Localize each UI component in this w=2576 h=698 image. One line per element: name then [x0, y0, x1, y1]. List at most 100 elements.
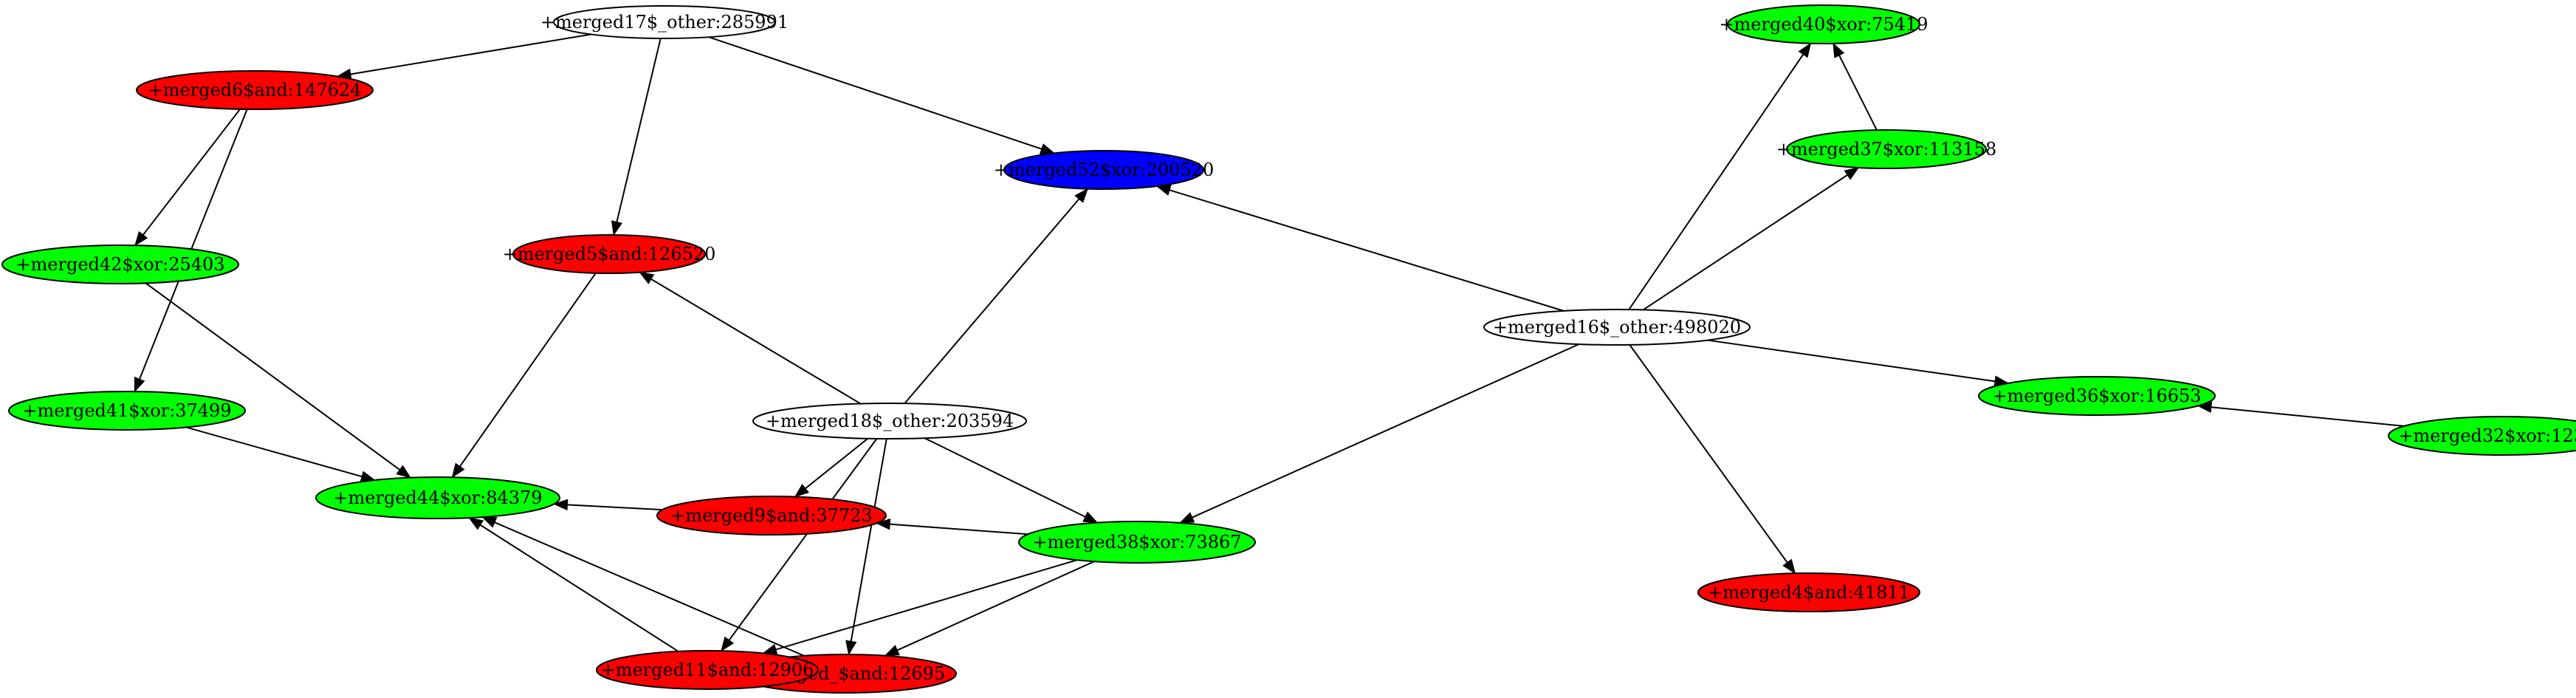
- arrowhead-icon: [468, 517, 484, 530]
- node-merged16[interactable]: +merged16$_other:498020: [1483, 309, 1751, 346]
- node-merged40[interactable]: +merged40$xor:75419: [1719, 4, 1928, 44]
- edge-line: [494, 521, 805, 657]
- edge-line: [145, 282, 400, 471]
- arrowhead-icon: [721, 636, 735, 652]
- edge-line: [567, 504, 663, 511]
- edge-line: [1643, 174, 1848, 311]
- node-merged41[interactable]: +merged41$xor:37499: [8, 391, 246, 431]
- node-shape: [512, 234, 706, 274]
- edge-line: [2211, 406, 2405, 427]
- arrowhead-icon: [794, 483, 810, 498]
- edge-merged18-mergedX: [845, 438, 887, 656]
- arrowhead-icon: [845, 640, 857, 656]
- node-merged32[interactable]: +merged32$xor:12395: [2388, 416, 2576, 456]
- edge-merged16-merged38: [1178, 343, 1580, 524]
- node-merged36[interactable]: +merged36$xor:16653: [1978, 376, 2216, 416]
- node-shape: [1727, 4, 1920, 44]
- node-label: +merged40$xor:75419: [1719, 14, 1928, 35]
- edge-merged6-merged42: [134, 109, 241, 247]
- node-merged42[interactable]: +merged42$xor:25403: [1, 244, 239, 284]
- edge-merged17-merged52: [708, 36, 1056, 154]
- edge-merged5-merged44: [451, 273, 597, 479]
- edge-merged18-merged38: [924, 437, 1099, 524]
- node-shape: [1483, 309, 1751, 346]
- node-label: +merged4$and:41811: [1708, 582, 1910, 603]
- edge-line: [142, 109, 241, 236]
- edge-line: [185, 426, 363, 478]
- node-merged38[interactable]: +merged38$xor:73867: [1018, 521, 1256, 564]
- edge-merged32-merged36: [2197, 401, 2405, 427]
- node-merged37[interactable]: +merged37$xor:113158: [1776, 129, 1996, 169]
- node-label: +merged18$_other:203594: [766, 411, 1014, 431]
- edge-merged16-merged52: [1155, 185, 1565, 312]
- edge-line: [850, 438, 887, 642]
- arrowhead-icon: [553, 499, 569, 511]
- node-shape: [752, 403, 1027, 439]
- node-label: +merged32$xor:12395: [2398, 425, 2576, 446]
- node-label: +merged41$xor:37499: [22, 400, 231, 421]
- node-shape: [1978, 376, 2216, 416]
- edge-line: [616, 38, 662, 222]
- node-shape: [1018, 521, 1256, 564]
- edge-line: [728, 438, 878, 641]
- edge-merged9-merged44: [553, 499, 663, 511]
- node-label: +merged38$xor:73867: [1032, 532, 1241, 552]
- edge-merged37-merged40: [1833, 42, 1878, 131]
- node-merged17[interactable]: +merged17$_other:285991: [540, 5, 789, 39]
- node-merged9[interactable]: +merged9$and:37723: [656, 496, 887, 536]
- edge-line: [1628, 54, 1804, 310]
- arrowhead-icon: [481, 516, 498, 528]
- arrowhead-icon: [875, 518, 891, 530]
- edge-merged42-merged44: [145, 282, 411, 479]
- edge-line: [459, 273, 597, 468]
- node-merged5[interactable]: +merged5$and:126520: [503, 234, 716, 274]
- edge-line: [1838, 55, 1878, 131]
- node-label: +merged44$xor:84379: [333, 487, 542, 508]
- edge-line: [924, 437, 1086, 518]
- arrowhead-icon: [451, 462, 465, 479]
- node-merged11[interactable]: +merged11$and:12906: [596, 650, 819, 690]
- node-label: +merged11$and:12906: [601, 660, 814, 680]
- node-label: +merged17$_other:285991: [540, 12, 789, 32]
- edge-merged11-merged44: [468, 517, 679, 652]
- edge-line: [480, 524, 679, 652]
- node-shape: [315, 476, 560, 519]
- edge-merged41-merged44: [185, 426, 376, 482]
- edge-merged16-merged37: [1643, 167, 1860, 311]
- arrowhead-icon: [134, 377, 145, 393]
- node-shape: [656, 496, 887, 536]
- node-merged4[interactable]: +merged4$and:41811: [1697, 572, 1920, 612]
- node-merged52[interactable]: +merged52$xor:200520: [994, 150, 1214, 190]
- node-shape: [553, 5, 776, 39]
- arrowhead-icon: [396, 465, 411, 479]
- edge-line: [904, 198, 1080, 404]
- node-shape: [596, 650, 819, 690]
- arrowhead-icon: [1782, 558, 1796, 575]
- edge-merged18-merged5: [639, 271, 862, 405]
- edge-merged16-merged4: [1629, 344, 1796, 575]
- edge-line: [775, 559, 1078, 651]
- edge-line: [890, 523, 1028, 536]
- edge-line: [708, 36, 1043, 150]
- node-merged18[interactable]: +merged18$_other:203594: [752, 403, 1027, 439]
- node-label: +merged37$xor:113158: [1776, 139, 1996, 160]
- node-label: +merged36$xor:16653: [1992, 386, 2201, 406]
- node-label: +merged6$and:147624: [148, 80, 362, 100]
- arrowhead-icon: [1082, 511, 1099, 524]
- edge-line: [1192, 343, 1580, 519]
- edge-line: [650, 278, 862, 405]
- node-shape: [8, 391, 246, 431]
- edge-line: [139, 109, 248, 380]
- node-merged6[interactable]: +merged6$and:147624: [136, 70, 374, 110]
- node-label: +merged16$_other:498020: [1493, 317, 1741, 338]
- node-shape: [1003, 150, 1204, 190]
- edge-merged38-mergedX: [884, 561, 1095, 657]
- node-shape: [1786, 129, 1987, 169]
- node-merged44[interactable]: +merged44$xor:84379: [315, 476, 560, 519]
- node-label: +merged9$and:37723: [670, 505, 873, 526]
- edge-line: [805, 437, 869, 490]
- arrowhead-icon: [611, 220, 623, 236]
- arrowhead-icon: [1798, 42, 1812, 58]
- arrowhead-icon: [1039, 143, 1056, 154]
